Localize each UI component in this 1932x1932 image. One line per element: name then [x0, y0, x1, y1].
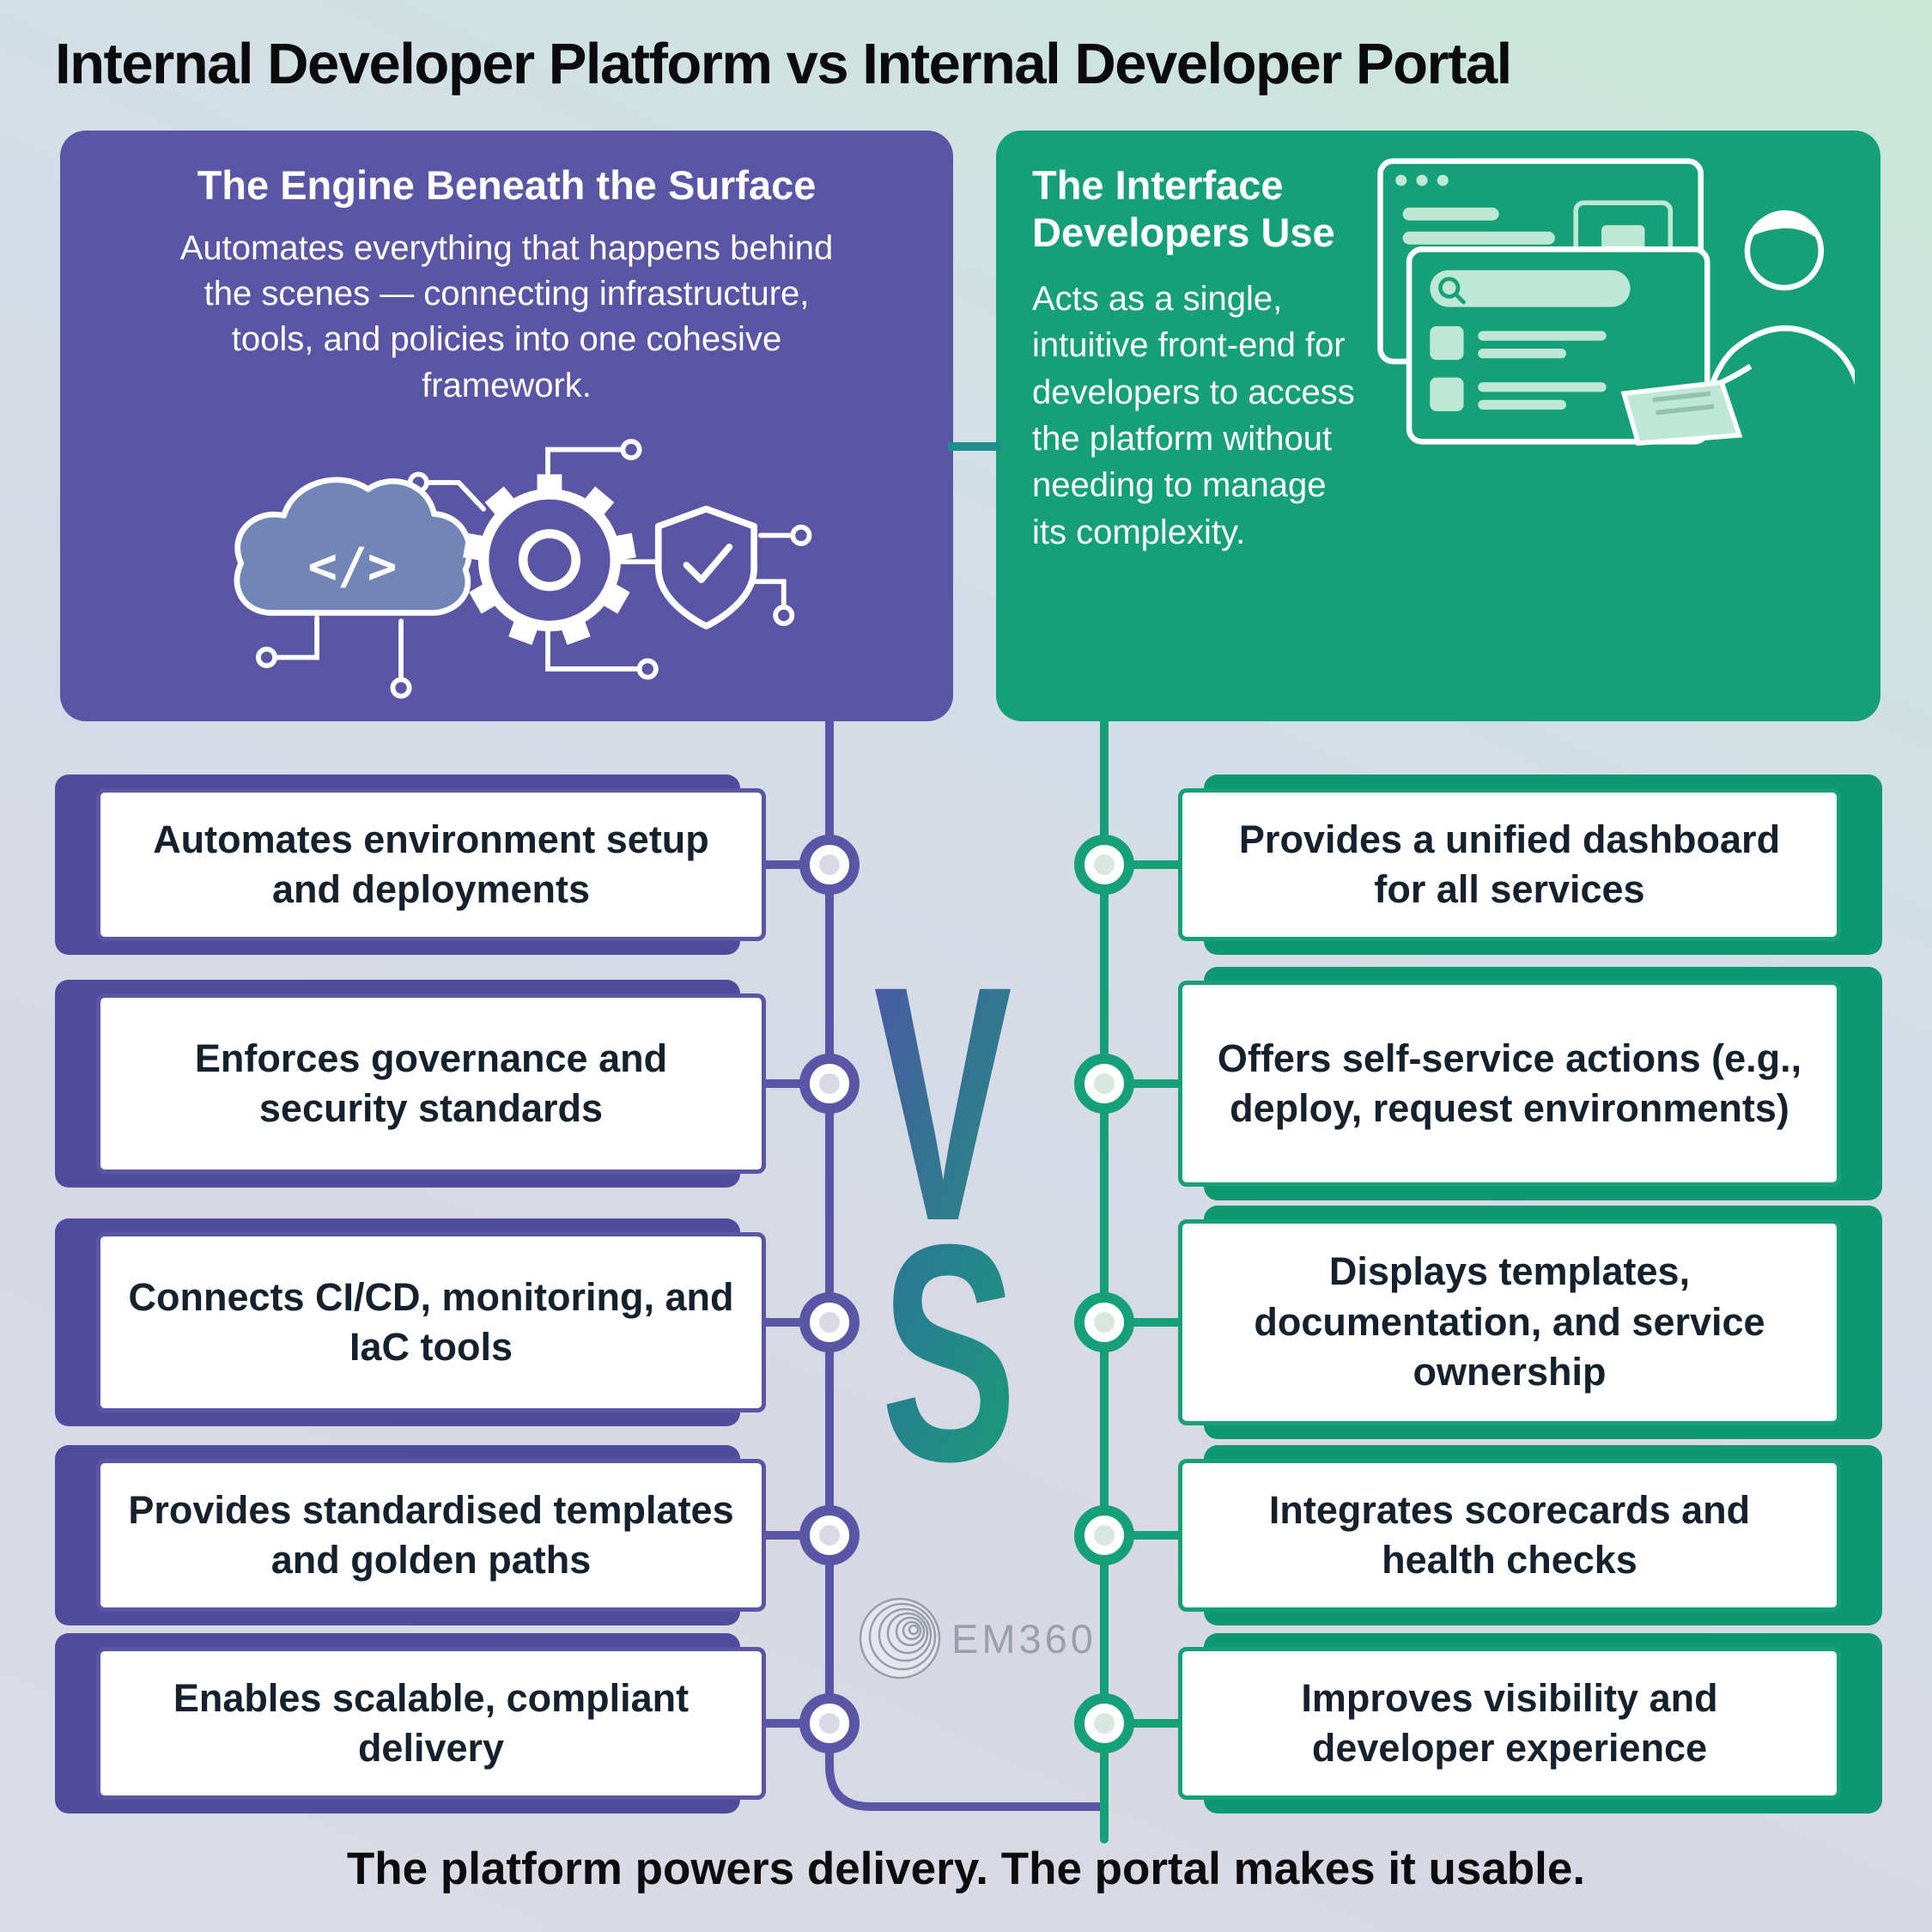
- platform-item-card: Enforces governance and security standar…: [96, 993, 766, 1174]
- platform-summary-card: The Engine Beneath the Surface Automates…: [60, 131, 953, 721]
- platform-item-card: Enables scalable, compliant delivery: [96, 1647, 766, 1800]
- shield-check-icon: [654, 505, 757, 629]
- platform-item-text: Enables scalable, compliant delivery: [173, 1675, 690, 1771]
- vs-letter-v: V: [873, 916, 1012, 1291]
- portal-item-text: Displays templates, documentation, and s…: [1254, 1249, 1765, 1394]
- platform-illustration: </>: [98, 429, 915, 702]
- platform-description: Automates everything that happens behind…: [179, 229, 834, 404]
- platform-item-text: Enforces governance and security standar…: [194, 1036, 668, 1131]
- platform-item-card: Provides standardised templates and gold…: [96, 1459, 766, 1612]
- platform-connector-nodes: [799, 835, 860, 1753]
- platform-item-card: Connects CI/CD, monitoring, and IaC tool…: [96, 1232, 766, 1413]
- page-title: Internal Developer Platform vs Internal …: [55, 32, 1512, 96]
- cloud-code-icon: </>: [234, 477, 473, 616]
- portal-item-card: Provides a unified dashboard for all ser…: [1178, 788, 1841, 941]
- portal-heading: The Interface Developers Use: [1032, 162, 1335, 256]
- portal-connector-nodes: [1074, 835, 1134, 1753]
- em360-logo-icon: [859, 1597, 941, 1680]
- platform-item-card: Automates environment setup and deployme…: [96, 788, 766, 941]
- circuit-lines-icon: [255, 438, 812, 699]
- portal-item-text: Integrates scorecards and health checks: [1268, 1487, 1751, 1583]
- portal-item-card: Offers self-service actions (e.g., deplo…: [1178, 981, 1841, 1187]
- portal-item-text: Provides a unified dashboard for all ser…: [1238, 817, 1781, 912]
- platform-item-text: Connects CI/CD, monitoring, and IaC tool…: [128, 1274, 734, 1370]
- portal-item-text: Offers self-service actions (e.g., deplo…: [1217, 1036, 1802, 1131]
- footer-caption: The platform powers delivery. The portal…: [346, 1844, 1586, 1894]
- platform-item-text: Provides standardised templates and gold…: [128, 1487, 734, 1583]
- portal-illustration: [1374, 155, 1869, 459]
- platform-item-text: Automates environment setup and deployme…: [153, 817, 709, 912]
- portal-connector-line: [1100, 717, 1188, 1844]
- portal-item-card: Improves visibility and developer experi…: [1178, 1647, 1841, 1800]
- portal-summary-card: The Interface Developers Use Acts as a s…: [996, 131, 1880, 721]
- vs-letter-s: S: [881, 1180, 1017, 1525]
- em360-logo-text: EM360: [951, 1616, 1097, 1662]
- portal-description: Acts as a single, intuitive front-end fo…: [1032, 279, 1355, 551]
- portal-item-text: Improves visibility and developer experi…: [1301, 1675, 1718, 1771]
- portal-item-card: Integrates scorecards and health checks: [1178, 1459, 1841, 1612]
- svg-text:</>: </>: [307, 538, 397, 595]
- gear-icon: [463, 474, 636, 645]
- platform-connector-line: [756, 715, 1107, 1811]
- portal-item-card: Displays templates, documentation, and s…: [1178, 1219, 1841, 1425]
- platform-heading: The Engine Beneath the Surface: [197, 162, 817, 208]
